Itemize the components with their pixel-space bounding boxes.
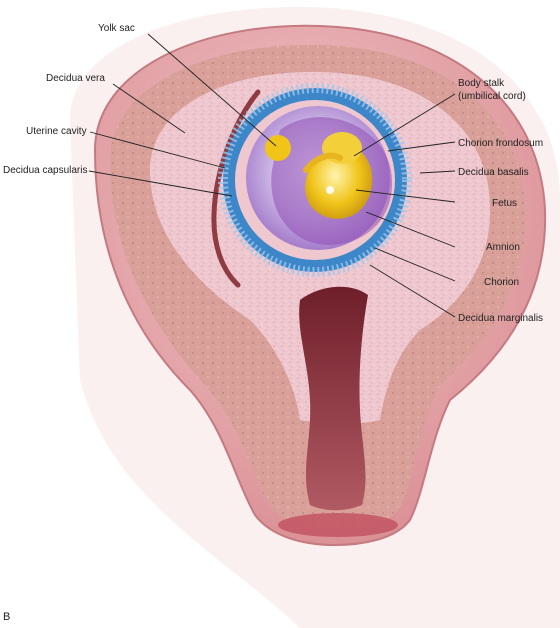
label-uterine-cavity: Uterine cavity xyxy=(26,126,87,137)
sac-highlight xyxy=(326,186,334,194)
uterine-cavity xyxy=(211,89,261,288)
leader-decidua-capsularis xyxy=(88,170,233,197)
label-fetus: Fetus xyxy=(492,198,517,209)
leader-body-stalk xyxy=(353,93,456,157)
leader-decidua-vera xyxy=(112,83,186,134)
leader-amnion xyxy=(365,211,456,248)
leader-decidua-basalis xyxy=(419,170,456,174)
label-yolk-sac: Yolk sac xyxy=(98,23,135,34)
leader-yolk-sac xyxy=(147,33,277,147)
panel-letter: B xyxy=(3,611,10,623)
label-decidua-vera: Decidua vera xyxy=(46,73,105,84)
leader-chorion xyxy=(374,247,456,282)
external-os xyxy=(278,513,398,537)
label-decidua-basalis: Decidua basalis xyxy=(458,167,529,178)
leader-fetus xyxy=(355,189,456,203)
chorion-villi-texture xyxy=(218,83,412,277)
label-decidua-marginalis: Decidua marginalis xyxy=(458,313,543,324)
leader-chorion-frondosum xyxy=(387,141,456,152)
cervical-canal xyxy=(299,286,368,511)
label-decidua-capsularis: Decidua capsularis xyxy=(3,165,88,176)
yolk-sac xyxy=(265,135,291,161)
label-body-stalk: Body stalk xyxy=(458,78,505,89)
leader-uterine-cavity xyxy=(89,131,226,169)
body-stalk xyxy=(303,152,343,173)
label-amnion: Amnion xyxy=(486,242,520,253)
label-body-stalk-sub: (umbilical cord) xyxy=(458,91,526,102)
label-chorion: Chorion xyxy=(484,277,519,288)
label-chorion-frondosum: Chorion frondosum xyxy=(458,138,543,149)
leader-decidua-marginalis xyxy=(369,264,456,318)
